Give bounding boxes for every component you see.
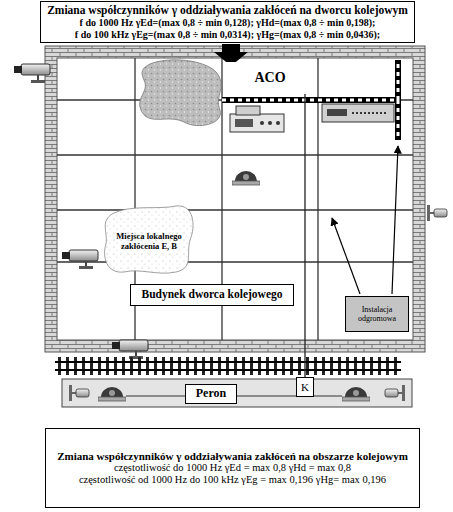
- label-box: Budynek dworca kolejowego: [130, 284, 294, 306]
- disturbance-area: [105, 206, 193, 273]
- box-heading: Zmiana współczynników γ oddziaływania za…: [45, 4, 410, 17]
- railway-track: [55, 357, 401, 375]
- box-text: f do 1000 Hz γEd=(max 0,8 ÷ min 0,128); …: [45, 17, 410, 29]
- dvr-equipment: [230, 104, 394, 132]
- label-box: Zmiana współczynników γ oddziaływania za…: [45, 428, 420, 508]
- label-box: Zmiana współczynników γ oddziaływania za…: [40, 1, 415, 43]
- box-text: ACO: [228, 70, 312, 86]
- box-text: Peron: [190, 387, 232, 401]
- label-box: Instalacja odgromowa: [345, 296, 409, 332]
- lightning-conductor: [222, 60, 398, 140]
- box-text: Instalacja odgromowa: [348, 305, 406, 323]
- box-text: częstotliwość do 1000 Hz γEd = max 0,8 γ…: [51, 462, 414, 474]
- leader-line: [332, 146, 398, 294]
- cctv-camera: [14, 64, 447, 359]
- disturbance-area: [140, 60, 221, 126]
- platform: [62, 379, 412, 407]
- box-text: częstotliwość od 1000 Hz do 100 kHz γEg …: [51, 474, 414, 486]
- disturbance-zone: Miejsca lokalnego zakłócenia E, B: [113, 218, 185, 266]
- label-box: ACO: [226, 62, 314, 94]
- label-box: Peron: [185, 384, 237, 404]
- box-text: K: [299, 381, 311, 394]
- box-text: f do 100 kHz γEg=(max 0,8 ÷ min 0,0314);…: [45, 29, 410, 41]
- box-text: Budynek dworca kolejowego: [135, 288, 289, 301]
- building-wall: [45, 46, 425, 352]
- signal-cable: [304, 94, 305, 377]
- box-heading: Zmiana współczynników γ oddziaływania za…: [51, 450, 414, 463]
- box-text: Miejsca lokalnego zakłócenia E, B: [114, 232, 184, 252]
- label-box: K: [296, 377, 314, 397]
- floor-grid: [57, 58, 413, 340]
